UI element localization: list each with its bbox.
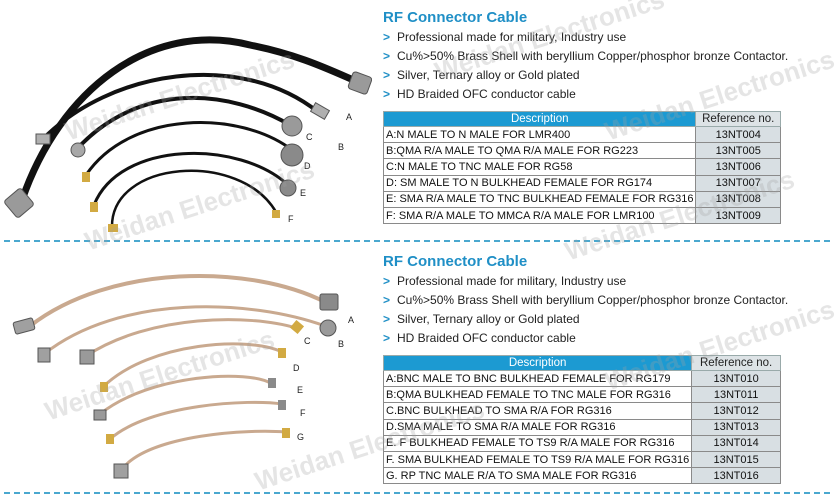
cable-label-a: A — [348, 315, 354, 325]
chevron-right-icon: > — [383, 49, 391, 63]
table-row: G. RP TNC MALE R/A TO SMA MALE FOR RG316… — [382, 467, 781, 485]
section-divider — [4, 492, 830, 494]
cable-label-e: E — [297, 385, 303, 395]
cable-photo-black: A B C D E F — [0, 0, 372, 240]
table-row: F. SMA BULKHEAD FEMALE TO TS9 R/A MALE F… — [382, 450, 781, 469]
section-title: RF Connector Cable — [383, 253, 528, 270]
cable-label-d: D — [304, 161, 311, 171]
chevron-right-icon: > — [383, 274, 391, 288]
product-info-1: RF Connector Cable >Professional made fo… — [382, 0, 828, 225]
feature-item: >HD Braided OFC conductor cable — [383, 85, 828, 104]
cable-label-a: A — [346, 112, 352, 122]
feature-item: >Cu%>50% Brass Shell with beryllium Copp… — [383, 291, 828, 310]
header-reference: Reference no. — [691, 355, 781, 371]
table-row: B:QMA R/A MALE TO QMA R/A MALE FOR RG223… — [382, 142, 781, 160]
feature-item: >Professional made for military, Industr… — [383, 28, 828, 47]
chevron-right-icon: > — [383, 30, 391, 44]
header-description: Description — [382, 111, 697, 127]
feature-item: >HD Braided OFC conductor cable — [383, 329, 828, 348]
chevron-right-icon: > — [383, 293, 391, 307]
product-section-2: A B C D E F G RF Connector Cable >Profes… — [0, 244, 835, 495]
reference-table: Description Reference no. A:BNC MALE TO … — [382, 355, 781, 485]
cable-label-f: F — [288, 214, 294, 224]
feature-item: >Silver, Ternary alloy or Gold plated — [383, 66, 828, 85]
cable-label-b: B — [338, 142, 344, 152]
feature-list: >Professional made for military, Industr… — [383, 28, 828, 104]
table-row: E: SMA R/A MALE TO TNC BULKHEAD FEMALE F… — [382, 190, 781, 208]
cable-label-f: F — [300, 408, 306, 418]
table-row: E. F BULKHEAD FEMALE TO TS9 R/A MALE FOR… — [382, 434, 781, 452]
cable-label-c: C — [306, 132, 313, 142]
header-description: Description — [382, 355, 693, 371]
header-reference: Reference no. — [695, 111, 781, 127]
black-cables-illustration: A B C D E F — [4, 36, 372, 232]
table-row: F: SMA R/A MALE TO MMCA R/A MALE FOR LMR… — [382, 206, 781, 225]
table-row: B:QMA BULKHEAD FEMALE TO TNC MALE FOR RG… — [382, 386, 781, 404]
chevron-right-icon: > — [383, 68, 391, 82]
section-divider — [4, 240, 830, 242]
chevron-right-icon: > — [383, 312, 391, 326]
feature-item: >Silver, Ternary alloy or Gold plated — [383, 310, 828, 329]
cable-label-d: D — [293, 363, 300, 373]
feature-item: >Professional made for military, Industr… — [383, 272, 828, 291]
table-row: A:BNC MALE TO BNC BULKHEAD FEMALE FOR RG… — [382, 369, 781, 388]
reference-table: Description Reference no. A:N MALE TO N … — [382, 111, 781, 225]
feature-list: >Professional made for military, Industr… — [383, 272, 828, 348]
cable-label-c: C — [304, 336, 311, 346]
table-row: D: SM MALE TO N BULKHEAD FEMALE FOR RG17… — [382, 174, 781, 192]
section-title: RF Connector Cable — [383, 9, 528, 26]
chevron-right-icon: > — [383, 331, 391, 345]
cable-photo-beige: A B C D E F G — [0, 244, 372, 495]
product-section-1: A B C D E F RF Connector Cable >Professi… — [0, 0, 835, 240]
cable-label-g: G — [297, 432, 304, 442]
chevron-right-icon: > — [383, 87, 391, 101]
cable-label-b: B — [338, 339, 344, 349]
cable-label-e: E — [300, 188, 306, 198]
feature-item: >Cu%>50% Brass Shell with beryllium Copp… — [383, 47, 828, 66]
beige-cables-illustration: A B C D E F G — [12, 274, 354, 479]
product-info-2: RF Connector Cable >Professional made fo… — [382, 244, 828, 485]
